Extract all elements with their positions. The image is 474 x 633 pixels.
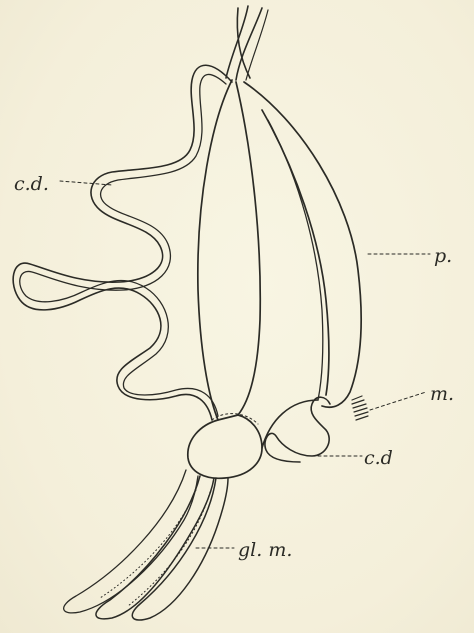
- label-p: p.: [434, 245, 452, 267]
- central-lobe: [198, 80, 260, 420]
- leader-lines: [60, 181, 430, 548]
- upper-coiled-duct-inner: [20, 74, 226, 416]
- label-cd-lower: c.d: [364, 447, 393, 469]
- right-lobe-p: [244, 82, 361, 407]
- basal-body: [188, 415, 262, 478]
- lower-coiled-duct: [265, 397, 330, 462]
- glandular-masses: [64, 470, 228, 620]
- stalk: [226, 6, 268, 80]
- label-glm: gl. m.: [238, 539, 292, 561]
- lower-connection: [262, 400, 318, 448]
- muscle-bristles: [352, 396, 368, 420]
- label-cd-upper: c.d.: [14, 173, 49, 195]
- label-m: m.: [430, 383, 454, 405]
- right-lobe-inner: [268, 120, 323, 400]
